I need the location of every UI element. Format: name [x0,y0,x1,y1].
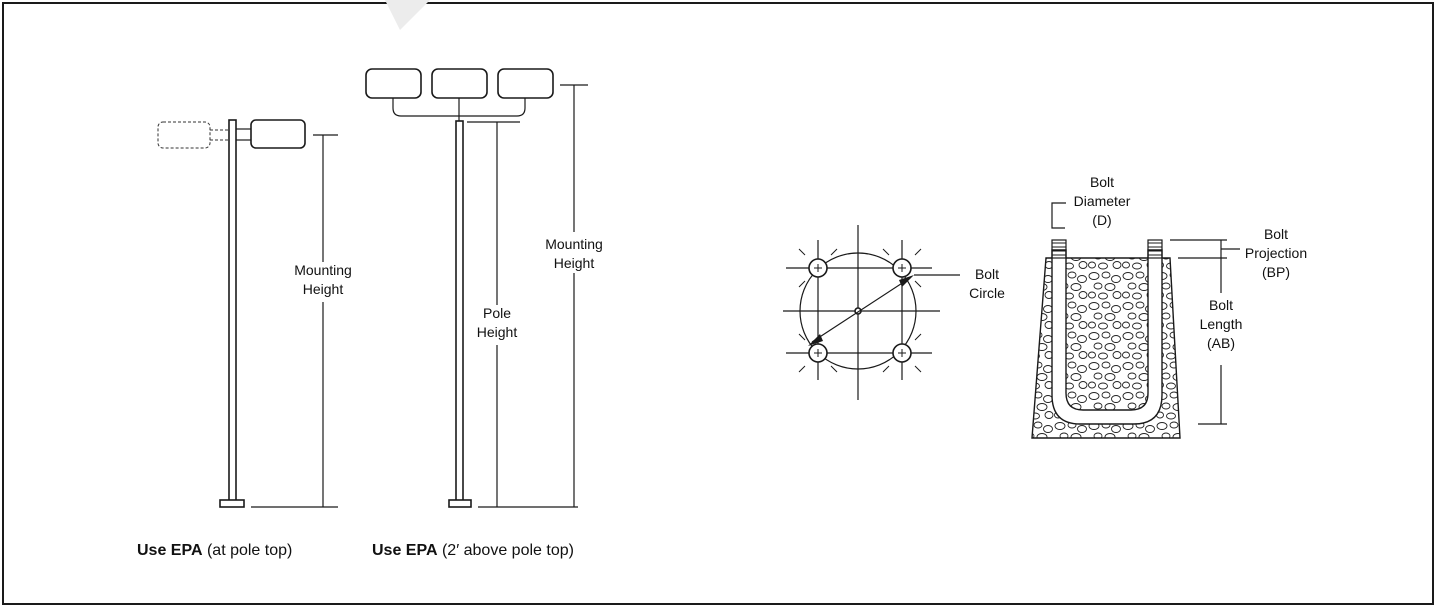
bolt-end-left [1051,239,1067,259]
bolt-projection-label-3: (BP) [1262,264,1290,280]
pole-base [448,499,472,508]
bolt-circle-diagram: Bolt Circle [783,225,1005,400]
pole-shaft [455,120,464,503]
bolt-length-label-2: Length [1200,316,1243,332]
bolt-circle-label-2: Circle [969,285,1005,301]
dashed-luminaire [157,121,211,149]
triple-head-pole: Pole Height Mounting Height [365,68,603,508]
single-head-pole: Mounting Height [157,119,352,508]
bolt-projection-label-2: Projection [1245,245,1307,261]
luminaire [250,119,306,149]
mounting-height-label-2: Height [303,281,344,297]
bolt-length-label-3: (AB) [1207,335,1235,351]
bolt-threads [1052,242,1162,256]
pole-height-label-1: Pole [483,305,511,321]
arrowhead-top-right [899,275,914,287]
mounting-height-label-1: Mounting [294,262,352,278]
diameter-bracket [1051,202,1066,229]
bolt-hole-crosses [814,264,906,357]
caption-single: Use EPA (at pole top) [137,542,292,559]
bolt-hole-rays [798,248,922,373]
pole-shaft [228,119,237,503]
pole-base [219,499,245,508]
anchor-bolt-diagram: Bolt Diameter (D) Bolt Projection (BP) B… [1031,174,1307,439]
caption-triple: Use EPA (2′ above pole top) [372,542,574,559]
bolt-length-label-1: Bolt [1209,297,1233,313]
diameter-arrow-line [811,277,911,343]
bolt-projection-label-1: Bolt [1264,226,1288,242]
mounting-height-label-2: Height [554,255,595,271]
arrowhead-bottom-left [808,334,823,346]
bolt-diameter-label-3: (D) [1092,212,1111,228]
bolt-diameter-label-1: Bolt [1090,174,1114,190]
bolt-end-right [1147,239,1163,259]
bolt-circle-label-1: Bolt [975,266,999,282]
concrete-foundation [1031,257,1181,439]
luminaire-right [497,68,554,99]
watermark-mark [385,0,430,30]
bolt-diameter-label-2: Diameter [1074,193,1131,209]
mounting-height-label-1: Mounting [545,236,603,252]
luminaire-left [365,68,422,99]
luminaire-center [431,68,488,99]
pole-height-label-2: Height [477,324,518,340]
